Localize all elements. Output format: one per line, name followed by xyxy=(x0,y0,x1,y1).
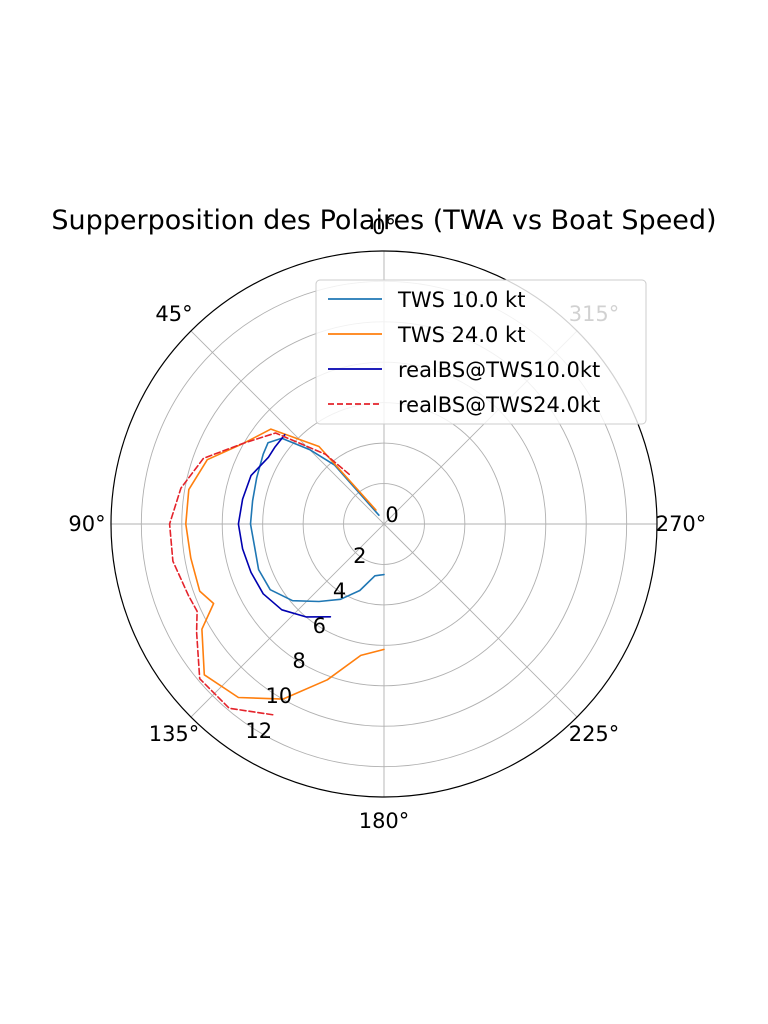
radial-tick-label-2: 4 xyxy=(333,579,346,603)
angle-gridline-3 xyxy=(190,523,385,718)
radial-gridline-2 xyxy=(302,442,466,606)
angle-tick-label-5: 225° xyxy=(569,722,620,746)
legend-label-0: TWS 10.0 kt xyxy=(397,288,525,312)
legend-label-1: TWS 24.0 kt xyxy=(397,323,525,347)
radial-tick-label-3: 6 xyxy=(313,614,326,638)
radial-tick-label-4: 8 xyxy=(292,649,305,673)
chart-title: Supperposition des Polaires (TWA vs Boat… xyxy=(51,205,716,236)
series-line-0 xyxy=(249,437,385,603)
legend: TWS 10.0 kt TWS 24.0 kt realBS@TWS10.0kt re… xyxy=(315,279,647,425)
angle-tick-labels: 0°45°90°135°180°225°270°315° xyxy=(68,215,706,833)
angle-tick-label-4: 180° xyxy=(359,809,410,833)
angle-gridline-1 xyxy=(190,330,385,525)
angle-tick-label-2: 90° xyxy=(68,512,105,536)
radial-tick-label-0: 0 xyxy=(385,503,398,527)
series-layer xyxy=(168,428,385,716)
radial-tick-label-5: 10 xyxy=(266,684,293,708)
polar-grid xyxy=(110,250,658,798)
angle-tick-label-1: 45° xyxy=(155,302,192,326)
angle-gridline-5 xyxy=(383,523,578,718)
angle-tick-label-6: 270° xyxy=(656,512,707,536)
radial-tick-label-6: 12 xyxy=(245,719,272,743)
angle-tick-label-0: 0° xyxy=(372,215,396,239)
series-line-2 xyxy=(237,433,332,618)
series-line-1 xyxy=(185,428,385,700)
radial-gridline-1 xyxy=(343,483,425,565)
legend-label-3: realBS@TWS24.0kt xyxy=(398,393,600,417)
radial-tick-label-1: 2 xyxy=(353,544,366,568)
legend-label-2: realBS@TWS10.0kt xyxy=(398,358,600,382)
angle-tick-label-3: 135° xyxy=(149,722,200,746)
polar-frame xyxy=(110,250,658,798)
series-line-3 xyxy=(168,432,350,716)
legend-box xyxy=(315,279,647,425)
